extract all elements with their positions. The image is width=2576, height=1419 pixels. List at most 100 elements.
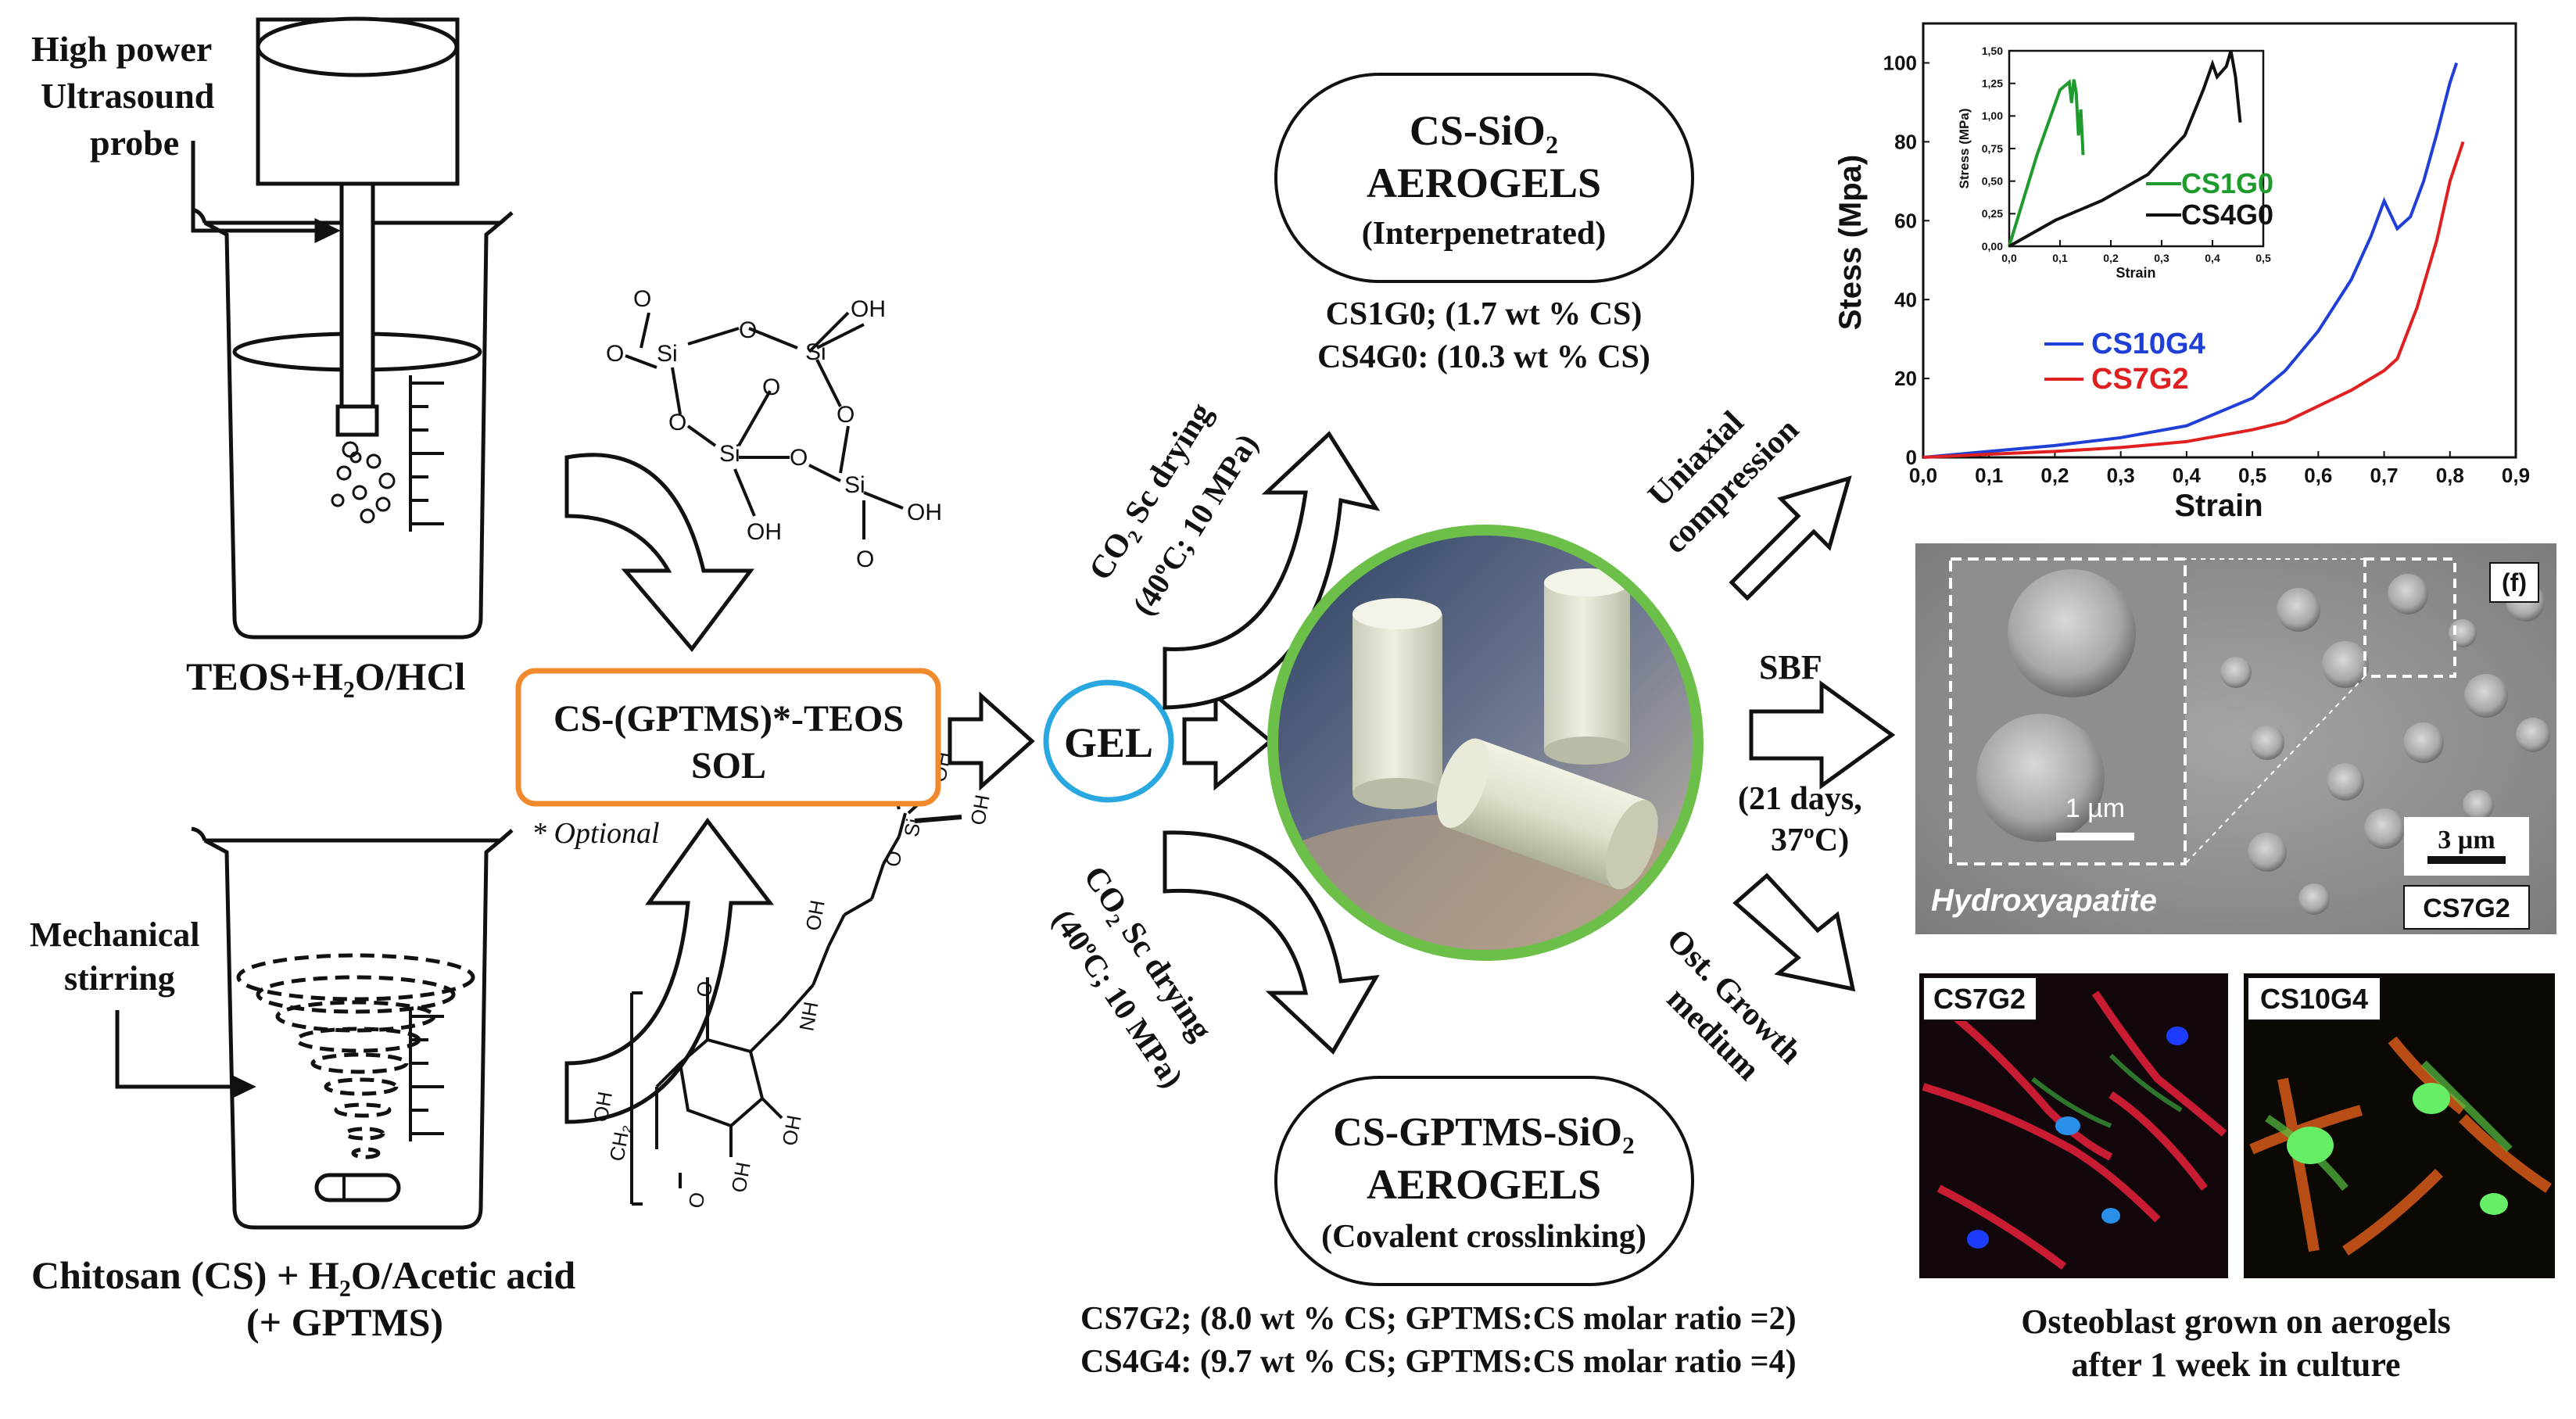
inset-series-cs1g0 [2008,79,2085,247]
sem-zoom-region [2363,557,2456,678]
main-x-tick-label: 0,5 [2238,464,2266,487]
svg-text:O: O [606,341,624,367]
fluor-left-tag-box [1922,976,2037,1021]
main-series-cs7g2 [1922,141,2465,459]
main-series-cs10g4 [1922,62,2459,459]
main-x-tick-label: 0,0 [1909,464,1937,487]
beaker-bottom-body [203,838,506,1230]
sol-box [515,668,941,807]
probe-label-line3: probe [90,123,179,163]
inset-x-tick-label: 0,1 [2052,252,2068,264]
main-y-tick-label: 20 [1894,367,1917,390]
probe-rod [339,181,375,432]
sbf-label: SBF [1759,648,1822,686]
inset-y-tick-label: 1,25 [1982,77,2003,90]
svg-text:OH: OH [966,793,994,827]
top-aerogel-note: (Interpenetrated) [1362,216,1607,252]
stir-pointer-arrow [115,1010,242,1089]
svg-text:CH₂: CH₂ [605,1122,635,1163]
gel-circle [1043,679,1174,803]
main-y-tick-label: 100 [1883,52,1917,75]
sem-sample-tag-box [2403,885,2530,930]
vortex-icon [236,953,475,1159]
top-aerogel-sample2: CS4G0: (10.3 wt % CS) [1317,339,1650,375]
bottom-aerogel-sample2: CS4G4: (9.7 wt % CS; GPTMS:CS molar rati… [1080,1344,1797,1380]
main-x-tick-label: 0,9 [2502,464,2530,487]
sem-scale-inset-bar [2056,833,2134,840]
fluor-caption-line1: Osteoblast grown on aerogels [2021,1303,2451,1341]
probe-label-line2: Ultrasound [41,76,215,116]
svg-text:OH: OH [777,1113,805,1148]
inset-y-tick-label: 1,50 [1982,45,2003,57]
bottom-aerogel-box [1274,1076,1694,1286]
svg-text:O: O [762,374,780,400]
inset-x-tick-label: 0,0 [2001,252,2017,264]
photo-ring [1267,525,1704,961]
sol-line2: SOL [691,745,766,787]
fluor-right-tag-box [2247,976,2381,1021]
svg-text:Si: Si [844,472,865,498]
svg-text:O: O [790,445,808,471]
gel-label: GEL [1064,719,1153,766]
svg-text:Si: Si [719,441,740,467]
svg-text:OH: OH [907,500,942,525]
main-x-tick-label: 0,2 [2040,464,2069,487]
svg-text:OH: OH [726,1160,754,1195]
svg-text:O: O [633,286,651,312]
top-aerogel-box [1274,73,1694,283]
sem-scale-main-bar [2427,856,2506,864]
svg-text:O: O [837,402,854,428]
sem-scale-main-label: 3 µm [2438,826,2495,855]
bottom-aerogel-subtitle: AEROGELS [1367,1161,1601,1208]
bottom-aerogel-title: CS-GPTMS-SiO₂ [1333,1110,1634,1155]
svg-text:O: O [739,317,757,343]
top-aerogel-title: CS-SiO₂ [1410,107,1558,154]
beaker-bottom-caption-line2: (+ GPTMS) [246,1300,443,1344]
sem-panel-tag: (f) [2502,568,2527,597]
bottom-aerogel-sample1: CS7G2; (8.0 wt % CS; GPTMS:CS molar rati… [1080,1301,1797,1337]
svg-text:O: O [880,849,906,869]
svg-text:NH: NH [794,1000,822,1033]
sbf-line2: 37ºC) [1771,822,1849,858]
bottom-aerogel-note: (Covalent crosslinking) [1321,1219,1646,1255]
bubbles-icon [331,441,396,524]
fluorescence-image-cs10g4: CS10G4 [2244,973,2555,1278]
curved-arrow-gel-to-top-aerogel [1163,431,1381,710]
svg-text:OH: OH [589,1090,617,1124]
beaker-top-caption: TEOS+H₂O/HCl [186,654,466,698]
main-y-tick-label: 40 [1894,288,1917,311]
stir-label-line2: stirring [64,959,175,998]
beaker-top-body [203,220,506,640]
arrow-sbf [1749,680,1896,790]
stir-bar-icon [314,1173,401,1202]
probe-pointer-arrow [191,141,328,233]
svg-text:O: O [683,1190,709,1209]
main-y-tick-label: 60 [1894,209,1917,232]
svg-text:O: O [668,410,686,435]
svg-text:O: O [856,546,874,572]
curved-arrow-bottom-to-sol [564,817,775,1124]
inset-y-tick-label: 0,00 [1982,240,2003,253]
inset-plot-frame [2008,49,2265,248]
inset-x-tick-label: 0,5 [2255,252,2271,264]
svg-text:Si: Si [805,339,826,365]
beaker-top-scale [409,375,444,532]
svg-text:Si: Si [899,817,926,839]
arrow-uniaxial [1729,475,1852,601]
top-aerogel-sample1: CS1G0; (1.7 wt % CS) [1326,296,1643,332]
top-aerogel-subtitle: AEROGELS [1367,159,1601,206]
arrow-gel-to-photo [1182,691,1274,791]
sem-image: 1 µm (f) 3 µm Hydroxyapatite CS7G2 [1915,543,2556,934]
inset-y-tick-label: 1,00 [1982,109,2003,122]
sol-footnote: * Optional [532,817,660,850]
ultrasound-beaker [191,16,514,640]
aerogel-photo [1267,525,1704,961]
sem-scale-main-box [2404,817,2529,876]
sem-sample-tag: CS7G2 [2423,894,2510,923]
curved-arrow-gel-to-bottom-aerogel [1163,830,1380,1055]
probe-label-line1: High power [31,29,212,69]
